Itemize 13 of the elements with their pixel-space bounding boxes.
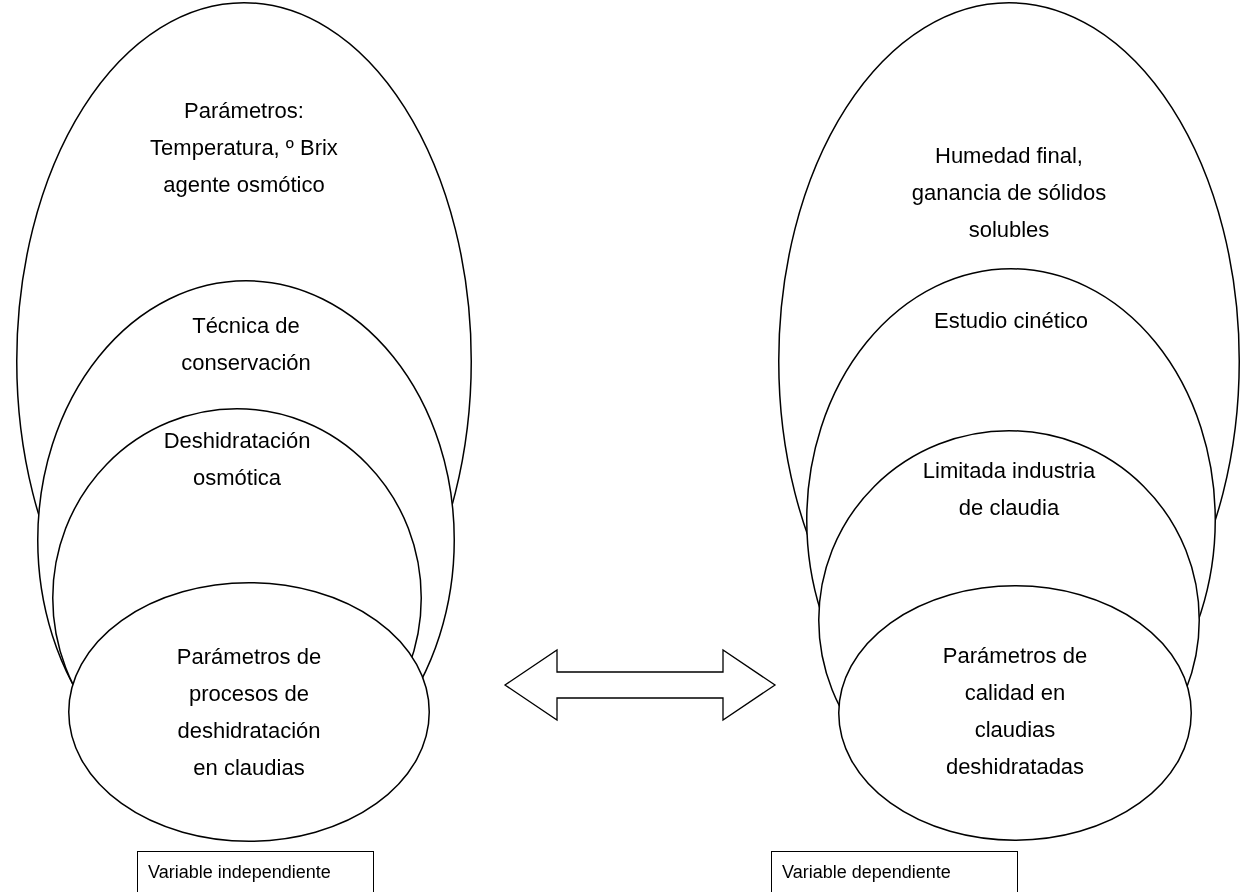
node-text: Técnica de conservación xyxy=(180,312,312,377)
node-text: Limitada industria de claudia xyxy=(921,457,1097,522)
node-text: Parámetros: Temperatura, º Brix agente osmótico xyxy=(149,97,339,199)
node-text: Variable independiente xyxy=(148,861,331,884)
label-box xyxy=(137,851,374,892)
node-text: Estudio cinético xyxy=(932,307,1090,335)
node-text: Parámetros de procesos de deshidratación en claudias xyxy=(175,643,323,782)
label-box xyxy=(771,851,1018,892)
double-arrow xyxy=(503,648,777,722)
node-text: Deshidratación osmótica xyxy=(162,427,312,492)
node-text: Parámetros de calidad en claudias deshidratadas xyxy=(941,642,1089,781)
node-text: Variable dependiente xyxy=(782,861,951,884)
node-text: Humedad final, ganancia de sólidos solubles xyxy=(910,142,1108,244)
